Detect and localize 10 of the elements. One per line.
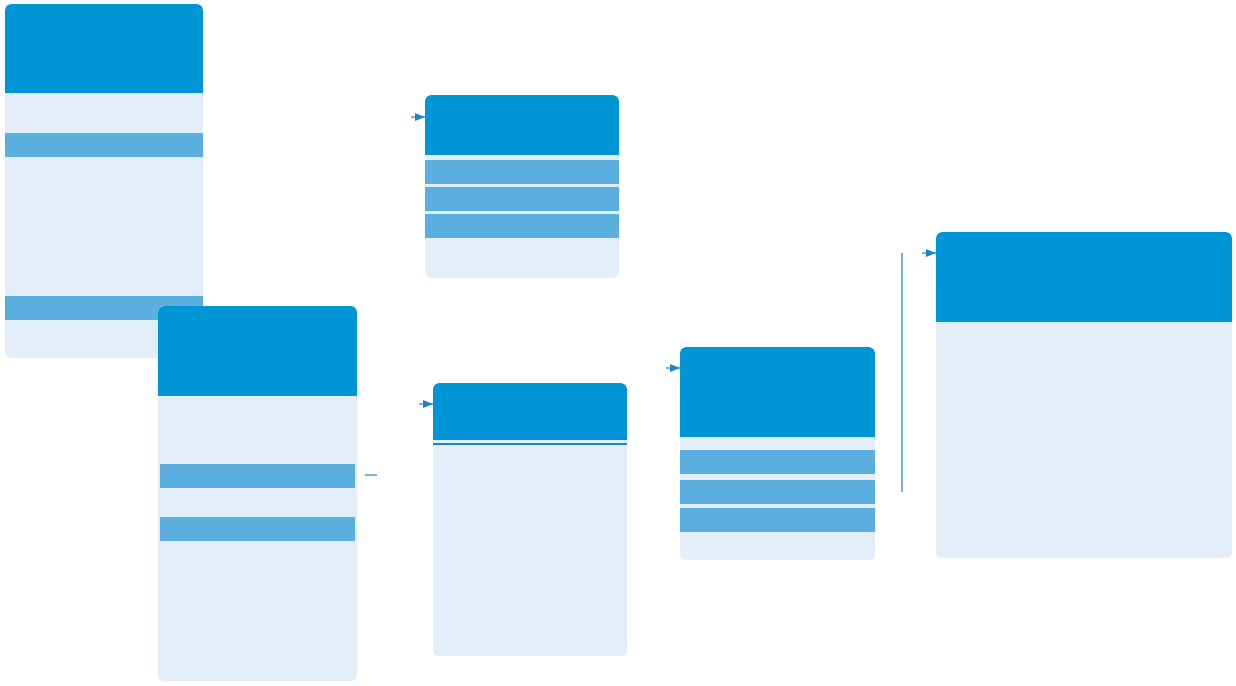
- table-card: [158, 306, 357, 681]
- arrow: [665, 364, 681, 372]
- table-card: [5, 4, 203, 358]
- arrow: [418, 400, 434, 408]
- arrow: [921, 249, 937, 257]
- table-card: [936, 232, 1232, 558]
- table-card: [680, 347, 875, 560]
- table-card: [425, 95, 619, 278]
- arrow: [410, 113, 426, 121]
- table-card: [433, 383, 627, 656]
